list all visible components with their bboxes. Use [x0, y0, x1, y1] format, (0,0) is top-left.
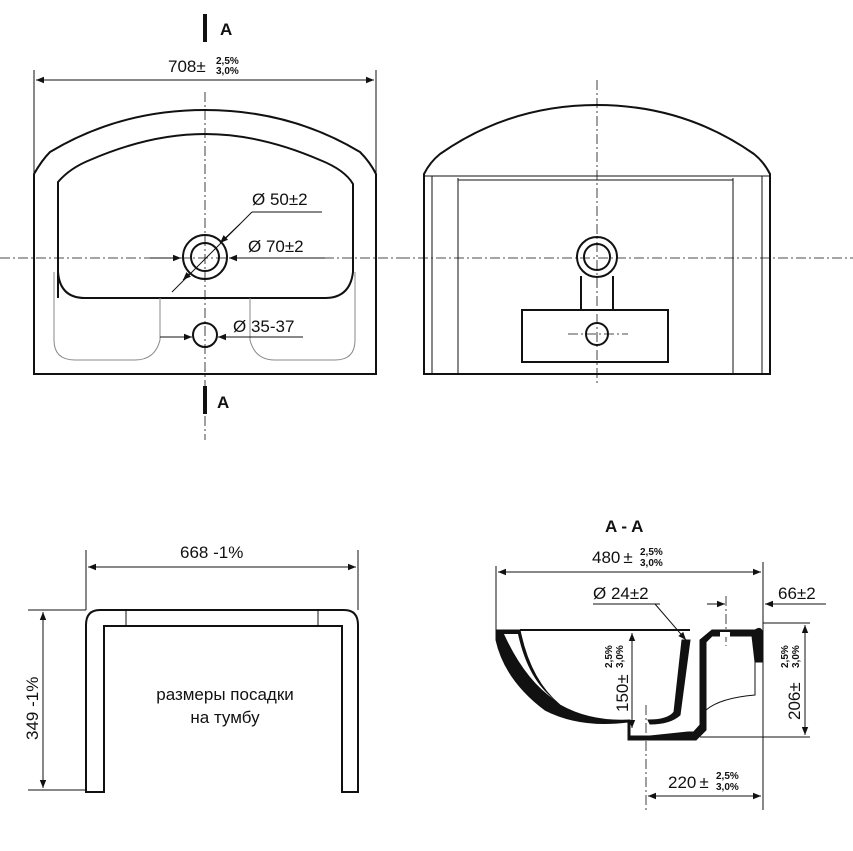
tol-lower: 3,0% — [640, 558, 663, 569]
tap-offset-dimension: 66±2 — [778, 584, 816, 603]
cabinet-cutout-left — [53, 272, 161, 361]
tol-lower: 3,0% — [791, 645, 802, 668]
tol-lower: 3,0% — [615, 645, 626, 668]
bowl-height-dimension: 150± — [613, 674, 632, 712]
cabinet-cutout-right — [249, 272, 356, 361]
tol-lower: 3,0% — [716, 782, 739, 793]
section-view: A - A 480± 2,5% 3,0% Ø 24±2 66±2 150± 2,… — [495, 517, 826, 810]
cabinet-width-dimension: 668 -1% — [180, 543, 243, 562]
drain-offset-dimension: 220± — [668, 773, 709, 792]
tol-upper: 2,5% — [604, 645, 615, 668]
note-line-2: на тумбу — [190, 708, 260, 727]
cabinet-fit-view: 668 -1% 349 -1% размеры посадки на тумбу — [23, 543, 359, 793]
tol-lower: 3,0% — [216, 66, 239, 77]
section-label-top: A — [220, 20, 232, 39]
tol-upper: 2,5% — [716, 771, 739, 782]
section-title: A - A — [605, 517, 643, 536]
hole-outer-dimension: Ø 70±2 — [248, 237, 304, 256]
tol-upper: 2,5% — [216, 56, 239, 67]
section-cut-mark-top — [203, 14, 207, 42]
sink-cross-section — [495, 627, 764, 741]
tol-upper: 2,5% — [640, 547, 663, 558]
plan-view: A A 708± 2,5% 3,0% Ø 50±2 Ø 70±2 Ø 35-37 — [0, 14, 400, 440]
hole-inner-dimension: Ø 50±2 — [252, 190, 308, 209]
width-dimension: 708± — [168, 57, 206, 76]
note-line-1: размеры посадки — [156, 685, 294, 704]
total-height-dimension: 206± — [785, 682, 804, 720]
overflow-dia-dimension: Ø 24±2 — [593, 584, 649, 603]
underside-view — [400, 80, 853, 385]
tol-upper: 2,5% — [780, 645, 791, 668]
basin-outline — [57, 132, 354, 299]
overflow-dimension: Ø 35-37 — [233, 317, 294, 336]
section-label-bottom: A — [217, 393, 229, 412]
section-depth-dimension: 480± — [592, 548, 633, 567]
cabinet-depth-dimension: 349 -1% — [23, 677, 42, 740]
